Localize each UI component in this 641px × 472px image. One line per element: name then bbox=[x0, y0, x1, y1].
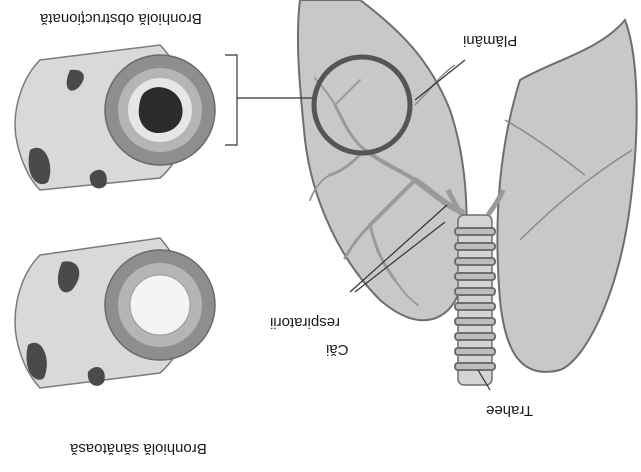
bronchiole-obstructed bbox=[15, 45, 215, 190]
bracket bbox=[225, 55, 237, 145]
healthy-band-3 bbox=[88, 367, 105, 386]
right-lung bbox=[497, 20, 636, 372]
trachea-label: Trahee bbox=[486, 402, 533, 419]
airways-label-line1: Căi bbox=[326, 341, 349, 358]
healthy-lumen bbox=[130, 275, 190, 335]
obstructed-bronchiole-label: Bronhiolă obstrucționată bbox=[40, 10, 202, 27]
airways-label-line2: respiratorii bbox=[270, 314, 340, 331]
bronchiole-healthy bbox=[15, 238, 215, 388]
obstructed-band-3 bbox=[90, 170, 107, 189]
trachea-tube bbox=[458, 215, 492, 385]
lungs-label: Plămâni bbox=[463, 32, 517, 49]
healthy-bronchiole-label: Bronhiolă sănătoasă bbox=[70, 440, 207, 457]
